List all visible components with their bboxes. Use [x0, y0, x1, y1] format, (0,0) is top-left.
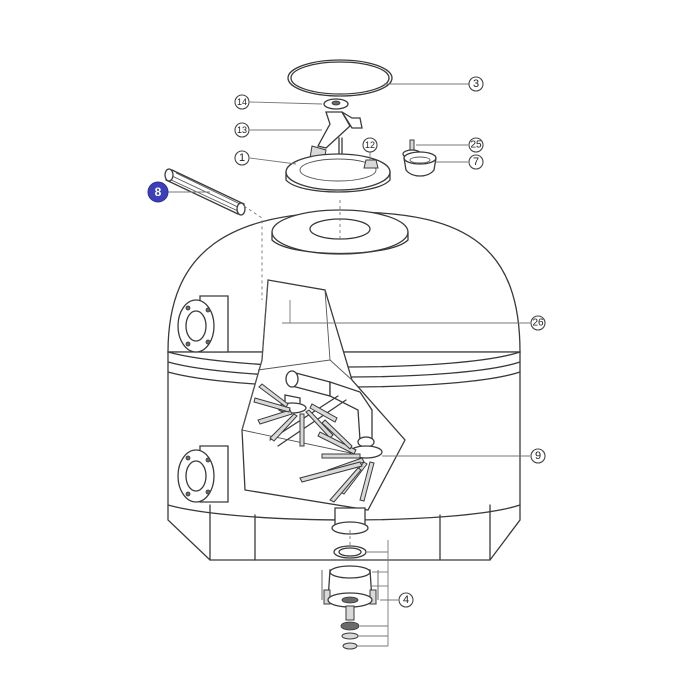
- callout-14: 14: [234, 94, 250, 110]
- cutaway-section: [241, 279, 406, 511]
- callout-9-label: 9: [535, 450, 541, 462]
- callout-12-label: 12: [365, 140, 375, 150]
- callout-8-label: 8: [155, 185, 162, 199]
- callout-13: 13: [234, 122, 250, 138]
- bottom-valve-assembly: [321, 545, 379, 650]
- callout-8-highlighted[interactable]: 8: [147, 181, 169, 203]
- callout-12: 12: [362, 137, 378, 153]
- o-ring: [287, 59, 393, 97]
- lid-nut: [363, 159, 379, 169]
- lid-knob: [323, 98, 349, 110]
- lower-laterals: [299, 419, 375, 503]
- lower-side-port: [177, 445, 229, 503]
- upper-side-port: [177, 295, 229, 353]
- upper-laterals: [253, 383, 338, 447]
- lid: [285, 153, 391, 193]
- callout-7: 7: [468, 154, 484, 170]
- callout-7-label: 7: [473, 156, 479, 168]
- callout-26: 26: [530, 315, 546, 331]
- callout-25: 25: [468, 137, 484, 153]
- sight-glass: [403, 151, 437, 177]
- callout-9: 9: [530, 448, 546, 464]
- bottom-outlet: [331, 507, 369, 535]
- callout-26-label: 26: [532, 318, 544, 329]
- callout-25-label: 25: [470, 140, 482, 151]
- callout-4-label: 4: [403, 594, 409, 606]
- callout-3: 3: [468, 76, 484, 92]
- callout-3-label: 3: [473, 78, 479, 90]
- leader-lines: [168, 83, 530, 647]
- callout-13-label: 13: [237, 125, 247, 135]
- lid-bracket: [309, 111, 363, 163]
- callout-14-label: 14: [237, 97, 247, 107]
- callout-4: 4: [398, 592, 414, 608]
- callout-1-label: 1: [239, 152, 245, 164]
- callout-1: 1: [234, 150, 250, 166]
